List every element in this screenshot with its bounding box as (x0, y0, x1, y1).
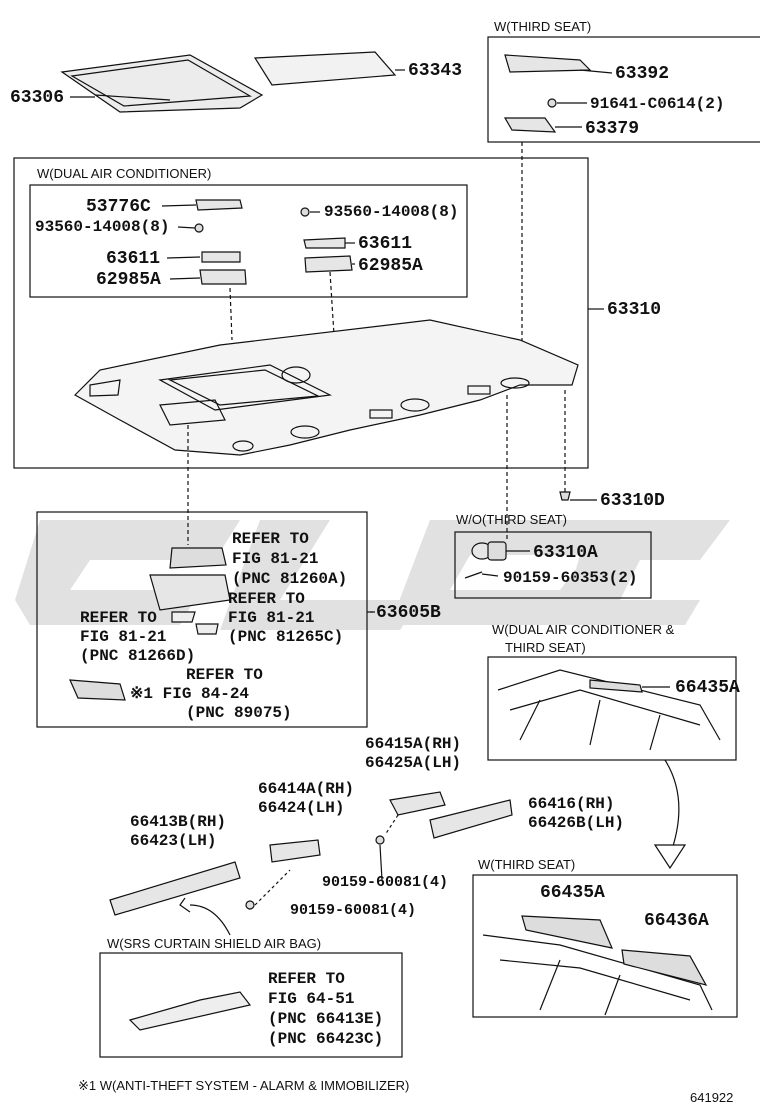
clip-63310a (464, 541, 507, 579)
lamp-63379 (503, 117, 557, 133)
bracket-63392 (504, 54, 592, 73)
part-label-63310d: 63310D (600, 491, 665, 511)
part-label-66435a-top: 66435A (675, 678, 740, 698)
ref-89075-line1: REFER TO (186, 666, 263, 684)
ref-81265c-line3: (PNC 81265C) (228, 628, 344, 646)
part-label-66436a: 66436A (644, 911, 709, 931)
trim-66416 (429, 799, 513, 839)
part-label-66416: 66416(RH) (528, 795, 615, 813)
part-label-63611-left: 63611 (106, 249, 161, 269)
part-label-53776c: 53776C (86, 197, 151, 217)
part-label-66413b: 66413B(RH) (130, 813, 227, 831)
ref-81265c-line1: REFER TO (228, 590, 305, 608)
srs-trim (128, 991, 252, 1031)
part-label-62985a-right: 62985A (358, 256, 423, 276)
third-seat-top-box (487, 36, 760, 143)
wo-third-seat-box (454, 531, 652, 599)
ref-89075-line3: (PNC 89075) (186, 704, 292, 722)
dual-air-third-seat-box (487, 656, 737, 761)
dual-air-inner-box (29, 184, 468, 298)
third-seat-bottom-box (472, 874, 738, 1018)
caption-dual-air: W(DUAL AIR CONDITIONER) (37, 166, 212, 181)
part-label-63392: 63392 (615, 64, 670, 84)
part-label-66423: 66423(LH) (130, 832, 217, 850)
part-label-66425a: 66425A(LH) (365, 754, 462, 772)
caption-dual-air-third-1: W(DUAL AIR CONDITIONER & (492, 622, 675, 637)
footnote: ※1 W(ANTI-THEFT SYSTEM - ALARM & IMMOBIL… (78, 1078, 410, 1093)
ref-89075-line2: ※1 FIG 84-24 (130, 685, 250, 703)
part-label-90159-60353: 90159-60353(2) (503, 569, 638, 587)
part-label-63605b: 63605B (376, 603, 441, 623)
trim-66414a (269, 839, 321, 863)
srs-box (99, 952, 403, 1058)
part-label-90159-60081-a: 90159-60081(4) (322, 874, 449, 891)
part-label-63611-right: 63611 (358, 234, 413, 254)
part-label-66435a-bottom: 66435A (540, 883, 605, 903)
part-label-63310a: 63310A (533, 543, 598, 563)
caption-third-seat-bottom: W(THIRD SEAT) (478, 857, 576, 872)
part-label-91641: 91641-C0614(2) (590, 95, 725, 113)
part-label-93560-right: 93560-14008(8) (324, 203, 459, 221)
ref-64-51-line2: FIG 64-51 (268, 990, 355, 1008)
part-label-66414a: 66414A(RH) (258, 780, 355, 798)
headliner-63310 (74, 319, 579, 456)
part-label-66415a: 66415A(RH) (365, 735, 462, 753)
part-label-63306: 63306 (10, 88, 65, 108)
ref-64-51-line4: (PNC 66423C) (268, 1030, 384, 1048)
caption-wo-third-seat: W/O(THIRD SEAT) (456, 512, 567, 527)
ref-81260a-line2: FIG 81-21 (232, 550, 319, 568)
part-label-63310: 63310 (607, 300, 662, 320)
caption-third-seat-top: W(THIRD SEAT) (494, 19, 592, 34)
trim-66415a (389, 791, 446, 816)
trim-66413b (109, 861, 241, 916)
screw-91641 (547, 98, 557, 108)
part-label-63379: 63379 (585, 119, 640, 139)
part-label-66426b: 66426B(LH) (528, 814, 625, 832)
part-label-62985a-left: 62985A (96, 270, 161, 290)
roof-panel-bottom (482, 915, 713, 1016)
ref-81260a-line3: (PNC 81260A) (232, 570, 348, 588)
part-label-66424: 66424(LH) (258, 799, 345, 817)
roof-console-box (36, 511, 368, 728)
ref-81266d-line2: FIG 81-21 (80, 628, 167, 646)
ref-81266d-line1: REFER TO (80, 609, 157, 627)
caption-dual-air-third-2: THIRD SEAT) (505, 640, 586, 655)
roof-console-parts (69, 547, 231, 701)
ref-81265c-line2: FIG 81-21 (228, 609, 315, 627)
part-label-93560-left: 93560-14008(8) (35, 218, 170, 236)
caption-srs: W(SRS CURTAIN SHIELD AIR BAG) (107, 936, 322, 951)
ref-81260a-line1: REFER TO (232, 530, 309, 548)
dual-air-box (13, 157, 589, 469)
sunshade-panel-63306 (60, 54, 264, 113)
pad-63343 (253, 51, 397, 86)
ref-64-51-line3: (PNC 66413E) (268, 1010, 384, 1028)
part-label-63343: 63343 (408, 61, 463, 81)
ref-81266d-line3: (PNC 81266D) (80, 647, 196, 665)
figure-id: 641922 (690, 1090, 734, 1105)
roof-panel-top (497, 669, 721, 751)
part-label-90159-60081-b: 90159-60081(4) (290, 902, 417, 919)
ref-64-51-line1: REFER TO (268, 970, 345, 988)
